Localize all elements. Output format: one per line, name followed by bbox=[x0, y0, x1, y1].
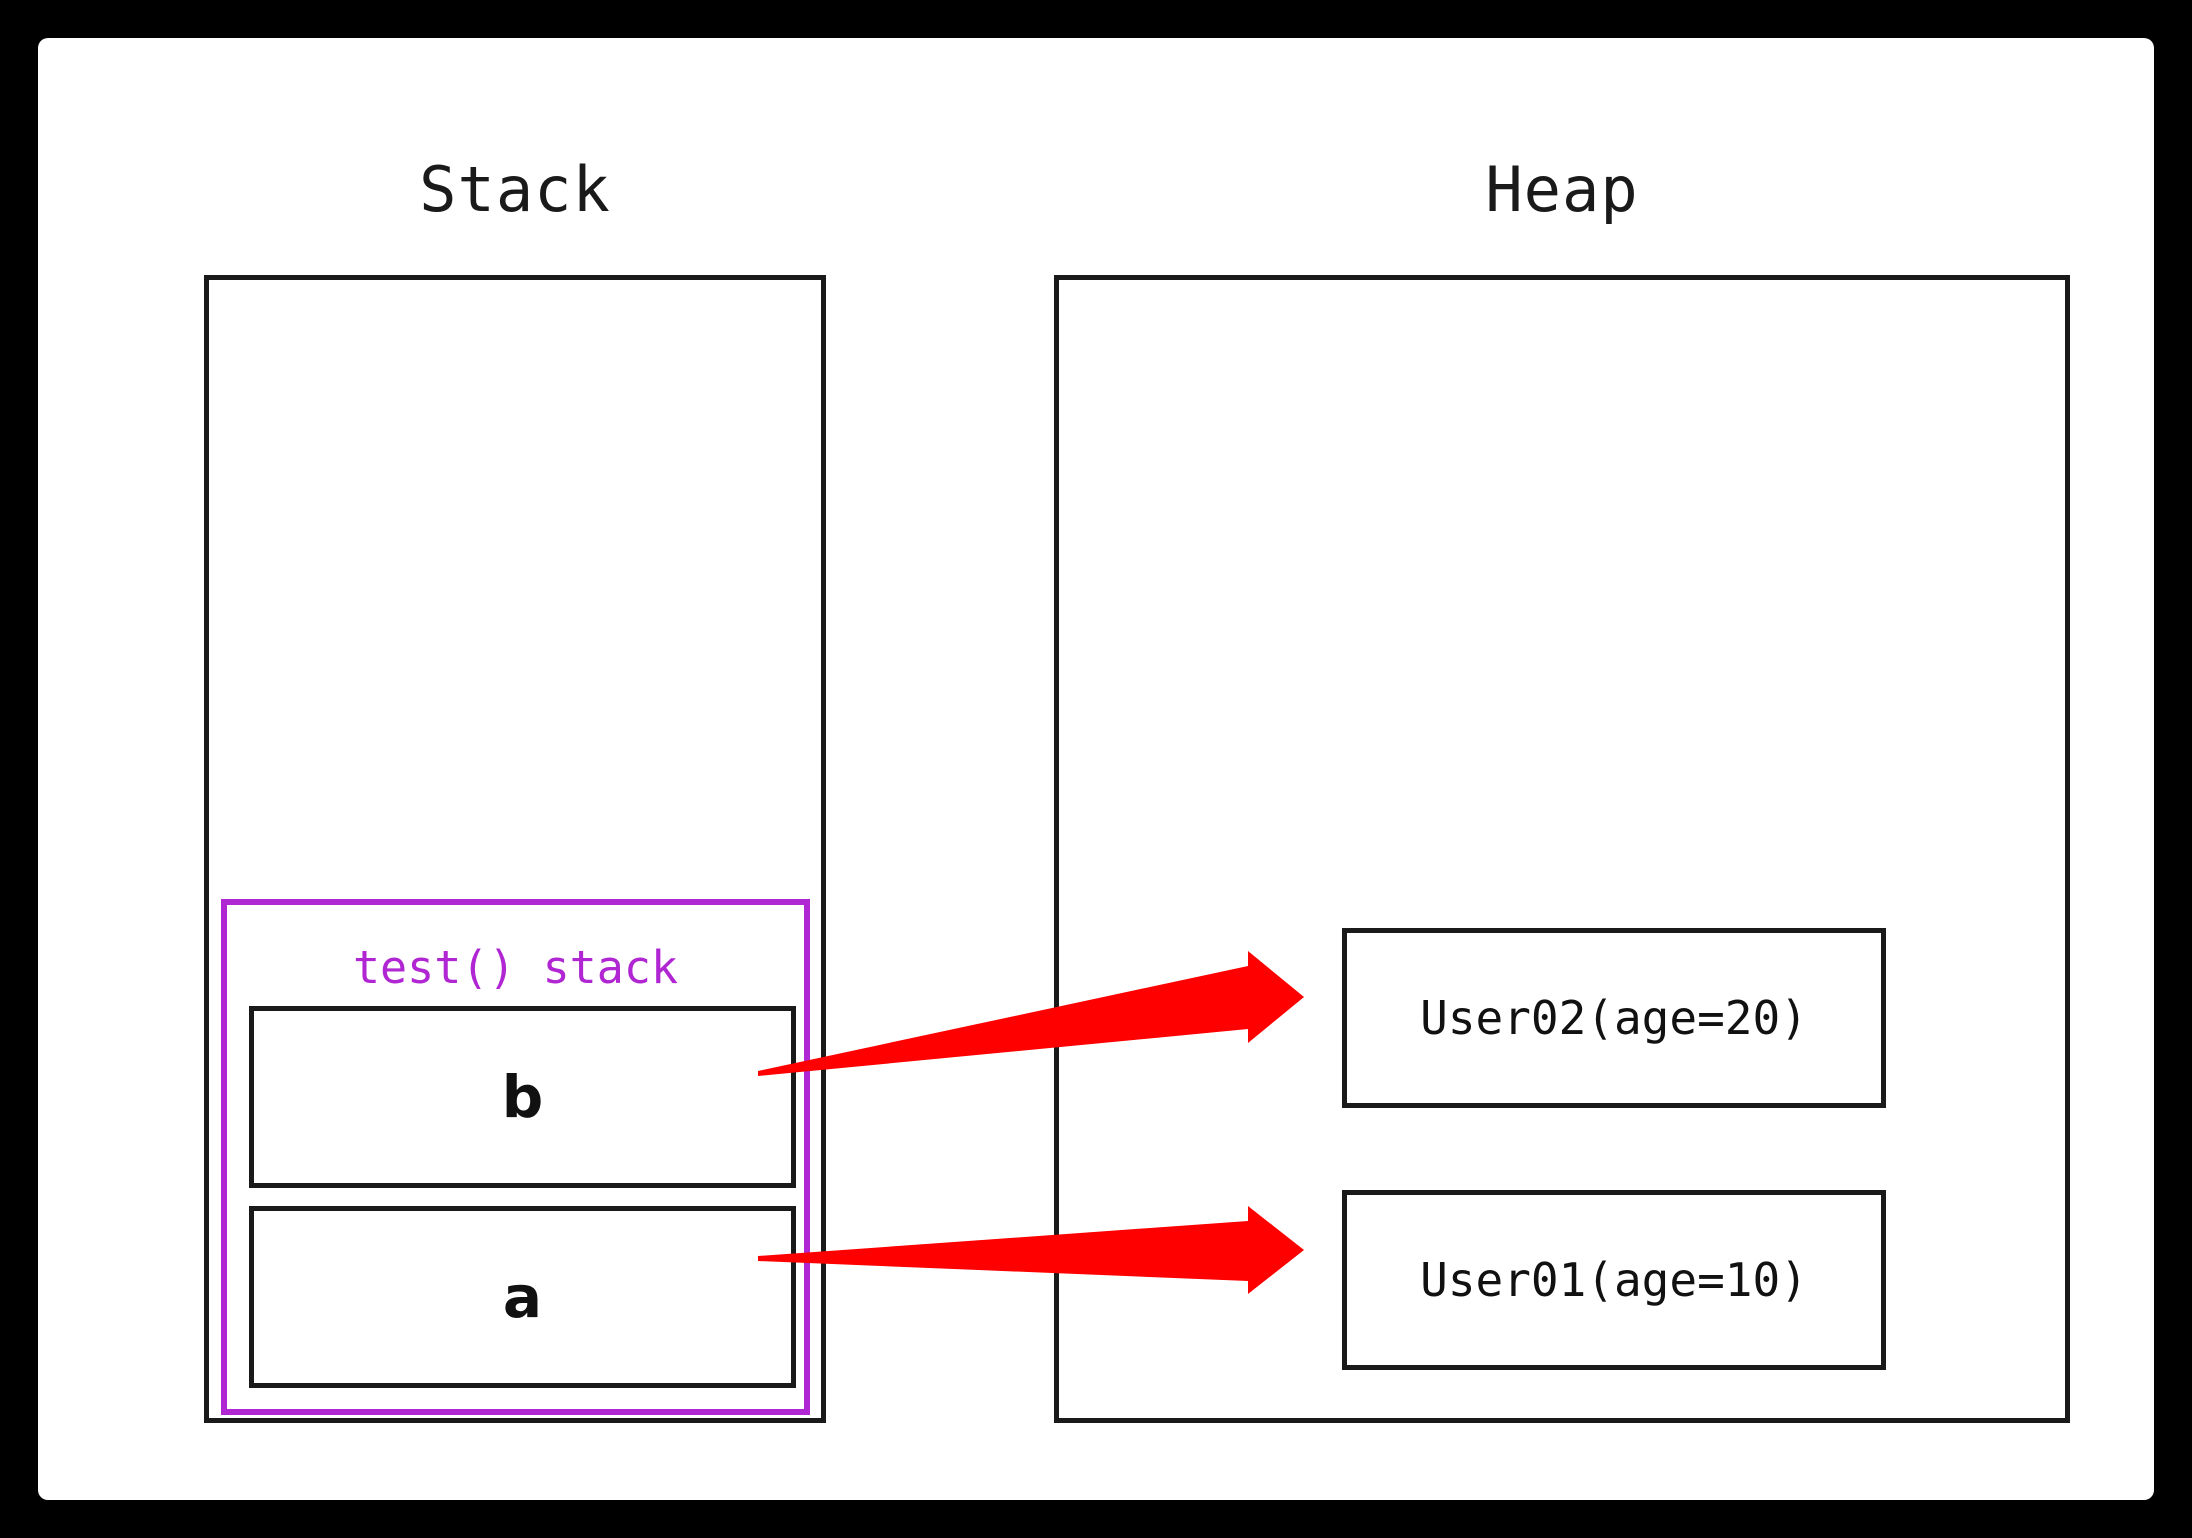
heap-object-user01: User01(age=10) bbox=[1342, 1190, 1886, 1370]
test-stack-frame-box bbox=[221, 899, 810, 1415]
stack-variable-b: b bbox=[249, 1006, 796, 1188]
stack-variable-a-label: a bbox=[502, 1263, 543, 1331]
stack-variable-a: a bbox=[249, 1206, 796, 1388]
heap-object-user02: User02(age=20) bbox=[1342, 928, 1886, 1108]
stack-variable-b-label: b bbox=[501, 1063, 544, 1131]
heap-column-title: Heap bbox=[1485, 153, 1639, 226]
stack-column-title: Stack bbox=[419, 153, 611, 226]
diagram-page: Stack Heap test() stack b a User02(age=2… bbox=[38, 38, 2154, 1500]
heap-object-user01-label: User01(age=10) bbox=[1420, 1253, 1808, 1307]
test-stack-frame-label: test() stack bbox=[352, 941, 679, 994]
heap-object-user02-label: User02(age=20) bbox=[1420, 991, 1808, 1045]
